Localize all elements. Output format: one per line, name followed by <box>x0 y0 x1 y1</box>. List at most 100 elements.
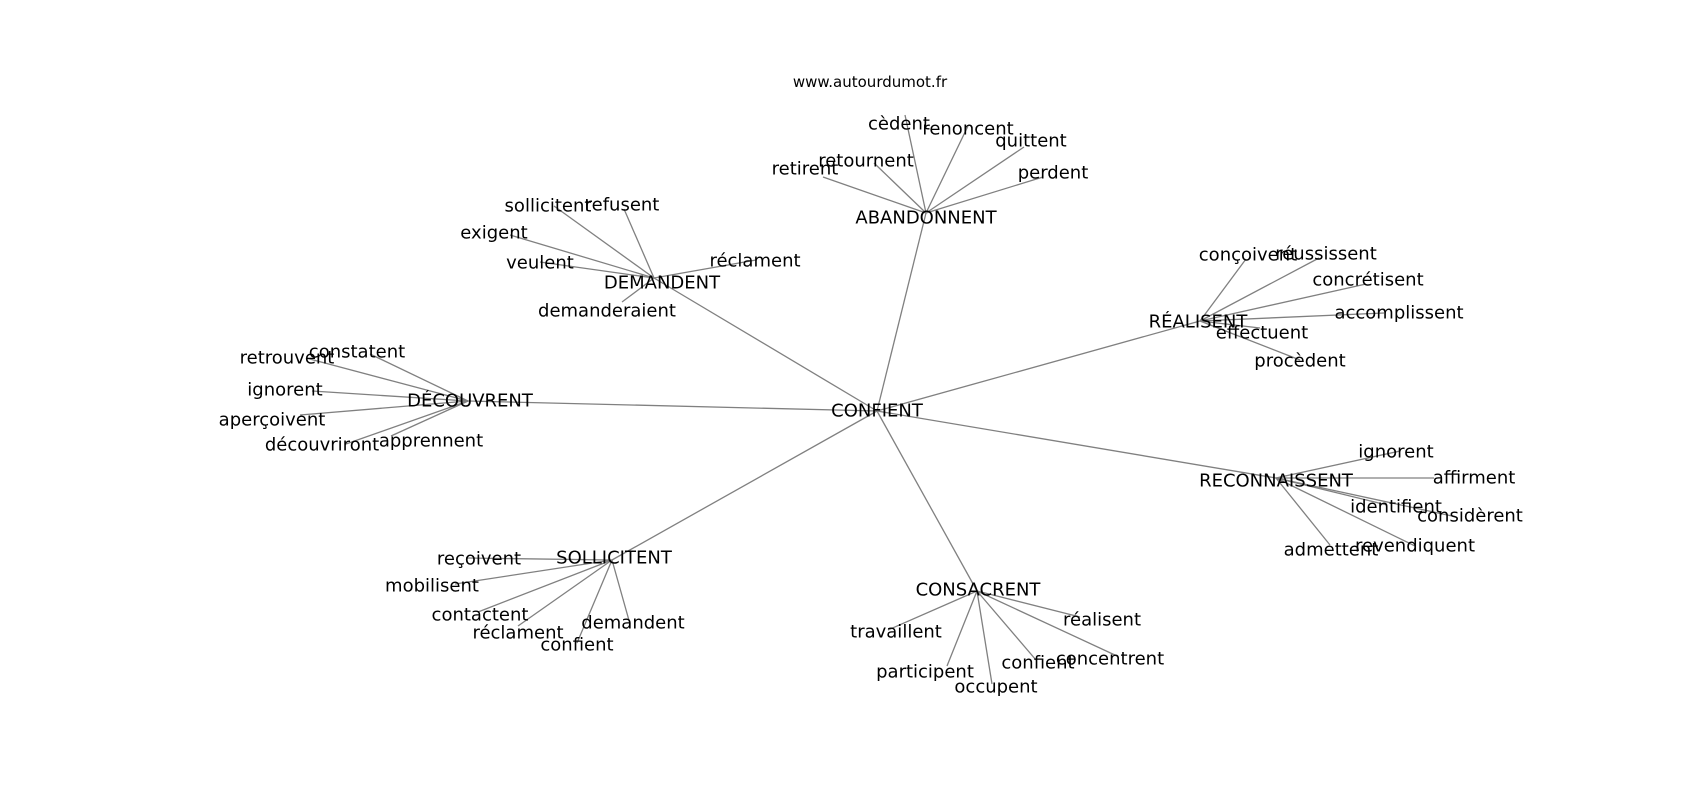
leaf-word-sollicitent-1[interactable]: mobilisent <box>385 576 479 597</box>
edge-realisent-5 <box>1199 320 1301 361</box>
edge-center-abandonnent <box>876 212 927 412</box>
edge-decouvrent-5 <box>390 400 469 437</box>
edge-center-demandent <box>653 277 878 412</box>
edge-center-consacrent <box>876 410 978 592</box>
leaf-word-consacrent-2[interactable]: participent <box>876 662 974 683</box>
leaf-word-decouvrent-1[interactable]: retrouvent <box>240 348 335 369</box>
leaf-word-sollicitent-2[interactable]: contactent <box>432 605 529 626</box>
leaf-word-realisent-3[interactable]: accomplissent <box>1334 303 1463 324</box>
leaf-word-decouvrent-2[interactable]: ignorent <box>247 380 322 401</box>
edge-reconnaissent-5 <box>1275 477 1416 547</box>
edge-abandonnent-1 <box>925 125 969 214</box>
edge-decouvrent-1 <box>305 357 469 402</box>
leaf-word-abandonnent-2[interactable]: quittent <box>995 131 1067 152</box>
edge-sollicitent-1 <box>454 559 613 585</box>
leaf-word-abandonnent-0[interactable]: cèdent <box>868 114 930 135</box>
edge-demandent-1 <box>623 208 655 279</box>
edge-abandonnent-5 <box>925 176 1044 214</box>
cluster-word-abandonnent[interactable]: ABANDONNENT <box>855 208 997 229</box>
edge-realisent-0 <box>1199 258 1247 322</box>
cluster-word-realisent[interactable]: RÉALISENT <box>1149 311 1249 333</box>
leaf-word-realisent-1[interactable]: réussissent <box>1275 244 1377 265</box>
leaf-word-demandent-4[interactable]: réclament <box>709 251 800 272</box>
edge-center-realisent <box>876 320 1201 412</box>
leaf-word-consacrent-4[interactable]: confient <box>1001 653 1074 674</box>
edge-demandent-3 <box>539 261 655 279</box>
leaf-word-sollicitent-3[interactable]: réclament <box>472 623 563 644</box>
leaf-word-sollicitent-4[interactable]: confient <box>540 635 613 656</box>
edge-sollicitent-0 <box>465 557 613 561</box>
leaf-word-demandent-0[interactable]: sollicitent <box>505 196 592 217</box>
edge-center-reconnaissent <box>876 410 1277 479</box>
edge-consacrent-3 <box>976 590 993 685</box>
leaf-word-demandent-5[interactable]: demanderaient <box>538 301 676 322</box>
leaf-word-demandent-2[interactable]: exigent <box>460 223 527 244</box>
edge-demandent-5 <box>621 277 655 303</box>
edge-demandent-0 <box>553 205 655 279</box>
leaf-word-abandonnent-3[interactable]: retournent <box>818 151 914 172</box>
leaf-word-decouvrent-4[interactable]: découvriront <box>265 435 379 456</box>
edge-abandonnent-0 <box>904 114 927 214</box>
cluster-word-consacrent[interactable]: CONSACRENT <box>916 580 1042 601</box>
leaf-word-realisent-5[interactable]: procèdent <box>1254 351 1345 372</box>
edge-decouvrent-3 <box>299 400 469 416</box>
edge-center-sollicitent <box>611 410 878 561</box>
leaf-word-realisent-2[interactable]: concrétisent <box>1312 270 1423 291</box>
edge-abandonnent-2 <box>925 146 1025 214</box>
edge-realisent-4 <box>1199 320 1261 329</box>
cluster-word-sollicitent[interactable]: SOLLICITENT <box>556 548 673 569</box>
leaf-word-sollicitent-5[interactable]: demandent <box>581 613 684 634</box>
edge-reconnaissent-4 <box>1275 477 1331 546</box>
graph-edges <box>299 114 1453 685</box>
edge-center-decouvrent <box>467 400 878 412</box>
edge-consacrent-4 <box>976 590 1037 661</box>
edge-abandonnent-4 <box>822 176 927 214</box>
cluster-word-decouvrent[interactable]: DÉCOUVRENT <box>407 390 534 412</box>
leaf-word-reconnaissent-1[interactable]: affirment <box>1433 468 1516 489</box>
leaf-word-reconnaissent-0[interactable]: ignorent <box>1358 442 1433 463</box>
edge-demandent-4 <box>653 259 757 279</box>
leaf-word-reconnaissent-2[interactable]: identifient <box>1350 497 1442 518</box>
cluster-word-demandent[interactable]: DEMANDENT <box>604 273 721 294</box>
edge-reconnaissent-0 <box>1275 450 1401 479</box>
edge-realisent-3 <box>1199 312 1385 322</box>
edge-sollicitent-3 <box>517 559 613 627</box>
leaf-word-consacrent-5[interactable]: concentrent <box>1056 649 1164 670</box>
edge-consacrent-1 <box>976 590 1081 618</box>
leaf-word-consacrent-1[interactable]: réalisent <box>1063 610 1141 631</box>
leaf-word-realisent-4[interactable]: effectuent <box>1216 323 1308 344</box>
edge-demandent-2 <box>509 234 655 279</box>
leaf-word-realisent-0[interactable]: conçoivent <box>1199 245 1297 266</box>
leaf-word-consacrent-0[interactable]: travaillent <box>850 622 942 643</box>
leaf-word-decouvrent-3[interactable]: aperçoivent <box>219 410 326 431</box>
edge-realisent-1 <box>1199 257 1320 322</box>
edge-decouvrent-0 <box>369 353 469 402</box>
edge-abandonnent-3 <box>873 162 927 214</box>
leaf-word-consacrent-3[interactable]: occupent <box>954 677 1037 698</box>
edge-realisent-2 <box>1199 283 1367 322</box>
leaf-word-abandonnent-1[interactable]: renoncent <box>922 119 1013 140</box>
leaf-word-reconnaissent-3[interactable]: considèrent <box>1417 506 1523 527</box>
edge-sollicitent-2 <box>477 559 613 613</box>
leaf-word-demandent-3[interactable]: veulent <box>506 253 574 274</box>
leaf-word-reconnaissent-5[interactable]: revendiquent <box>1355 536 1475 557</box>
graph-labels: CONFIENT ABANDONNENT cèdentrenoncentquitte… <box>219 114 1523 698</box>
cluster-word-reconnaissent[interactable]: RECONNAISSENT <box>1199 471 1354 492</box>
edge-reconnaissent-3 <box>1275 477 1453 517</box>
leaf-word-demandent-1[interactable]: refusent <box>585 195 660 216</box>
edge-consacrent-5 <box>976 590 1118 657</box>
site-watermark: www.autourdumot.fr <box>792 73 948 91</box>
leaf-word-abandonnent-4[interactable]: retirent <box>772 159 839 180</box>
center-word[interactable]: CONFIENT <box>831 401 924 422</box>
leaf-word-sollicitent-0[interactable]: reçoivent <box>437 549 521 570</box>
edge-sollicitent-4 <box>576 559 613 644</box>
leaf-word-decouvrent-0[interactable]: constatent <box>309 342 405 363</box>
edge-sollicitent-5 <box>611 559 631 625</box>
leaf-word-decouvrent-5[interactable]: apprennent <box>379 431 483 452</box>
edge-consacrent-2 <box>946 590 978 667</box>
leaf-word-abandonnent-5[interactable]: perdent <box>1018 163 1089 184</box>
leaf-word-reconnaissent-4[interactable]: admettent <box>1284 540 1379 561</box>
edge-decouvrent-2 <box>311 390 469 402</box>
edge-consacrent-0 <box>887 590 978 631</box>
